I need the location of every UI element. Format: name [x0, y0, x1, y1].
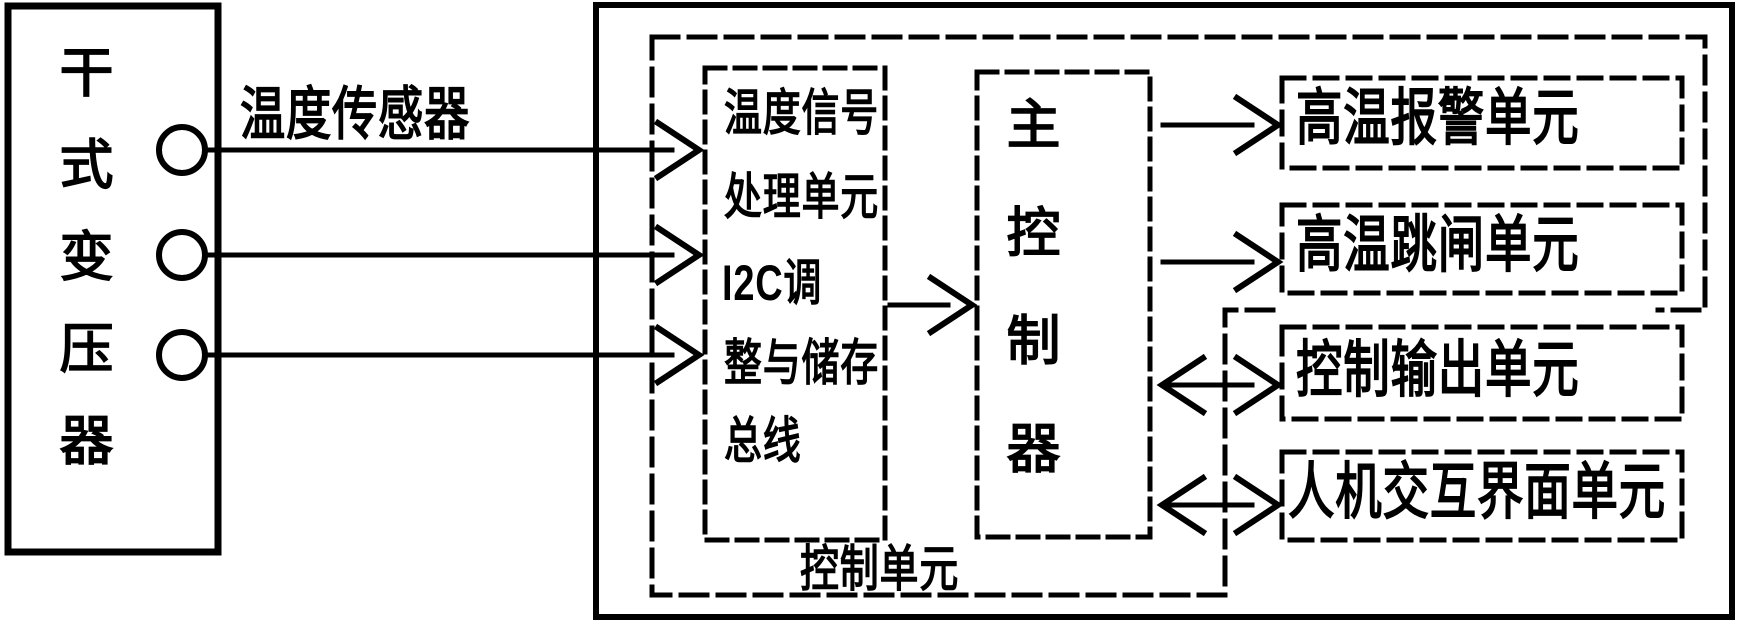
left-arrowhead-icon	[1156, 473, 1208, 537]
unit-label-trip: 高温跳闸单元	[1296, 211, 1580, 280]
right-arrowhead-icon	[653, 118, 705, 182]
transformer-label: 干式变压器	[51, 44, 111, 504]
main-controller-label: 主控制器	[998, 96, 1058, 528]
control-unit-dashed-border	[649, 34, 1708, 598]
signal-box-line: 处理单元	[724, 169, 880, 225]
right-arrowhead-icon	[1232, 353, 1284, 417]
outer-enclosure-outline	[593, 2, 1735, 620]
right-arrowhead-icon	[1232, 230, 1284, 294]
unit-box-hmi	[1279, 449, 1685, 543]
signal-box-outline	[702, 65, 888, 543]
right-arrowhead-icon	[1232, 473, 1284, 537]
signal-box-line: 整与储存	[724, 335, 880, 391]
unit-label-control-output: 控制输出单元	[1296, 336, 1580, 405]
signal-box-line: 温度信号	[724, 85, 880, 141]
right-arrowhead-icon	[653, 323, 705, 387]
right-arrowhead-icon	[1232, 93, 1284, 157]
signal-box-line: I2C调	[722, 255, 823, 311]
sensor-terminal-circle	[156, 229, 208, 281]
sensor-label: 温度传感器	[240, 82, 471, 147]
right-arrowhead-icon	[653, 223, 705, 287]
transformer-box-outline	[4, 2, 222, 556]
sensor-terminal-circle	[156, 124, 208, 176]
main-controller-outline	[974, 69, 1153, 540]
unit-label-alarm: 高温报警单元	[1296, 84, 1580, 153]
right-arrowhead-icon	[926, 273, 978, 337]
left-arrowhead-icon	[1156, 353, 1208, 417]
control-unit-label: 控制单元	[800, 541, 960, 597]
unit-label-hmi: 人机交互界面单元	[1288, 458, 1667, 527]
unit-box-alarm	[1279, 75, 1685, 171]
unit-box-trip	[1279, 202, 1685, 296]
sensor-terminal-circle	[156, 329, 208, 381]
unit-box-control-output	[1279, 324, 1685, 422]
signal-box-line: 总线	[724, 413, 802, 469]
